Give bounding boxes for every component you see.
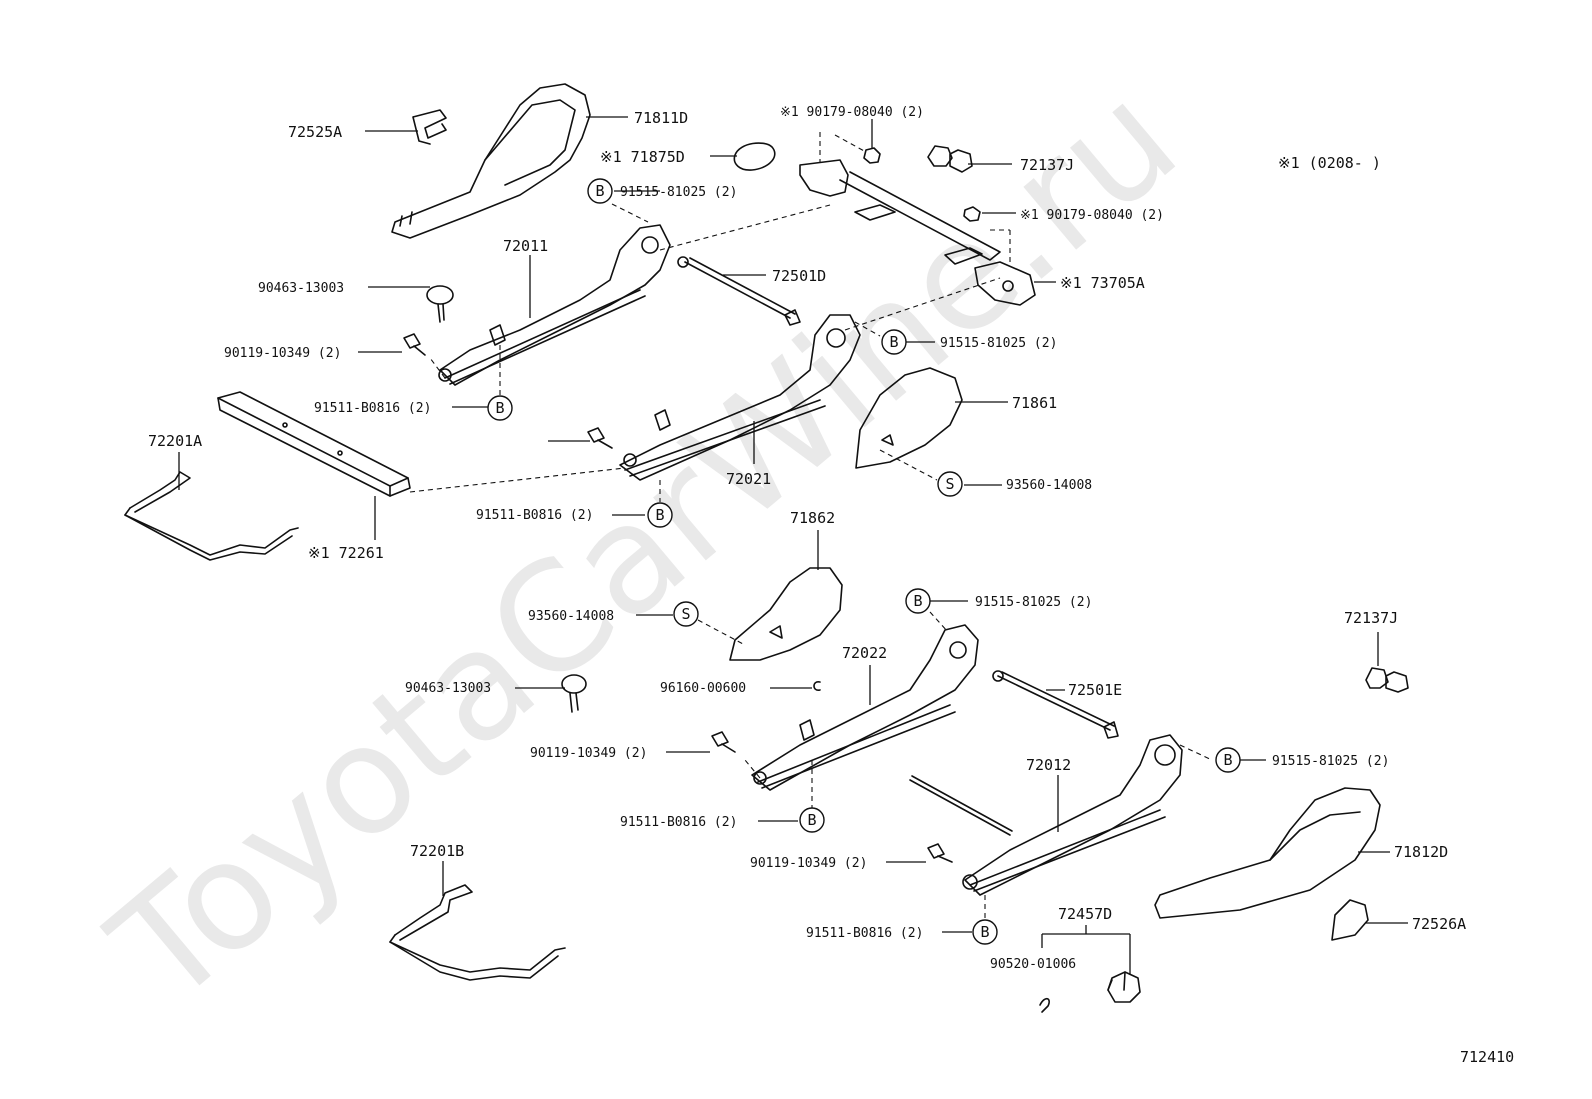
svg-text:B: B bbox=[889, 333, 898, 351]
part-90463-clip-b bbox=[561, 674, 587, 713]
label-93560-14008-b: 93560-14008 bbox=[528, 609, 614, 624]
svg-text:B: B bbox=[913, 592, 922, 610]
part-71811D-cover bbox=[391, 83, 591, 239]
part-73705A-bar-assembly bbox=[799, 159, 1036, 306]
part-72261-crossmember bbox=[217, 391, 411, 497]
part-72501D-rod bbox=[677, 256, 801, 326]
part-72011-rail bbox=[438, 224, 671, 386]
label-91511-B0816-b: 91511-B0816 (2) bbox=[476, 508, 593, 523]
part-72022-rail bbox=[751, 624, 979, 791]
part-90119-bolt-b bbox=[711, 731, 736, 753]
label-72022: 72022 bbox=[842, 644, 887, 662]
label-72137J-right: 72137J bbox=[1344, 609, 1398, 627]
part-90520-clip bbox=[1039, 997, 1050, 1013]
label-90119-10349-a: 90119-10349 (2) bbox=[224, 346, 341, 361]
leader-lines bbox=[178, 116, 1408, 975]
part-90179-nut-b bbox=[963, 206, 981, 222]
label-72261: ※1 72261 bbox=[308, 544, 384, 562]
svg-text:S: S bbox=[945, 475, 954, 493]
label-72011: 72011 bbox=[503, 237, 548, 255]
diagram-number: 712410 bbox=[1460, 1048, 1514, 1066]
label-72012: 72012 bbox=[1026, 756, 1071, 774]
badge-bolt: B bbox=[881, 329, 907, 355]
part-72201B-wire bbox=[389, 884, 566, 981]
part-90119-bolt-c bbox=[927, 843, 953, 863]
label-72501D: 72501D bbox=[772, 267, 826, 285]
badge-screw: S bbox=[937, 471, 963, 497]
svg-text:B: B bbox=[595, 182, 604, 200]
label-72457D: 72457D bbox=[1058, 905, 1112, 923]
part-72457D-knob bbox=[1107, 971, 1141, 1003]
part-72201A-wire bbox=[124, 471, 299, 561]
label-90179-08040-top: ※1 90179-08040 (2) bbox=[780, 105, 924, 120]
label-91511-B0816-c: 91511-B0816 (2) bbox=[620, 815, 737, 830]
badge-bolt: B bbox=[1215, 747, 1241, 773]
badge-screw: S bbox=[673, 601, 699, 627]
label-72525A: 72525A bbox=[288, 123, 342, 141]
svg-text:B: B bbox=[655, 506, 664, 524]
label-91511-B0816-a: 91511-B0816 (2) bbox=[314, 401, 431, 416]
part-71862-cover bbox=[729, 567, 843, 661]
part-71812D-cover bbox=[1154, 787, 1381, 919]
label-90520-01006: 90520-01006 bbox=[990, 957, 1076, 972]
dashed-reference-lines bbox=[409, 132, 1213, 920]
label-73705A: ※1 73705A bbox=[1060, 274, 1145, 292]
part-96160-clip bbox=[813, 681, 821, 691]
label-71812D: 71812D bbox=[1394, 843, 1448, 861]
badge-bolt: B bbox=[487, 395, 513, 421]
part-90119-bolt-mid bbox=[587, 427, 613, 449]
label-91515-81025-b: 91515-81025 (2) bbox=[940, 336, 1057, 351]
label-91511-B0816-d: 91511-B0816 (2) bbox=[806, 926, 923, 941]
part-71861-cover bbox=[855, 367, 963, 469]
label-71862: 71862 bbox=[790, 509, 835, 527]
label-71875D: ※1 71875D bbox=[600, 148, 685, 166]
label-90463-13003-b: 90463-13003 bbox=[405, 681, 491, 696]
svg-text:S: S bbox=[681, 605, 690, 623]
badge-bolt: B bbox=[799, 807, 825, 833]
label-72201B: 72201B bbox=[410, 842, 464, 860]
label-71861: 71861 bbox=[1012, 394, 1057, 412]
part-90119-bolt-a bbox=[403, 333, 426, 356]
svg-text:B: B bbox=[495, 399, 504, 417]
label-96160-00600: 96160-00600 bbox=[660, 681, 746, 696]
part-72012-rail bbox=[909, 734, 1183, 896]
label-72021: 72021 bbox=[726, 470, 771, 488]
label-72201A: 72201A bbox=[148, 432, 202, 450]
label-90179-08040-right: ※1 90179-08040 (2) bbox=[1020, 208, 1164, 223]
label-72526A: 72526A bbox=[1412, 915, 1466, 933]
part-90179-nut-a bbox=[863, 147, 881, 164]
svg-text:B: B bbox=[980, 923, 989, 941]
label-note-0208: ※1 (0208- ) bbox=[1278, 154, 1381, 172]
label-91515-81025-c: 91515-81025 (2) bbox=[975, 595, 1092, 610]
label-91515-81025-a: 91515-81025 (2) bbox=[620, 185, 737, 200]
label-71811D: 71811D bbox=[634, 109, 688, 127]
badge-bolt: B bbox=[905, 588, 931, 614]
badge-bolt: B bbox=[647, 502, 673, 528]
part-72501E-rod bbox=[992, 670, 1119, 739]
part-90463-clip-a bbox=[426, 285, 454, 323]
label-90119-10349-c: 90119-10349 (2) bbox=[750, 856, 867, 871]
label-91515-81025-d: 91515-81025 (2) bbox=[1272, 754, 1389, 769]
part-72137J-caps-top bbox=[927, 145, 973, 173]
label-72501E: 72501E bbox=[1068, 681, 1122, 699]
label-93560-14008-a: 93560-14008 bbox=[1006, 478, 1092, 493]
svg-text:B: B bbox=[1223, 751, 1232, 769]
svg-text:B: B bbox=[807, 811, 816, 829]
part-72137J-caps-right bbox=[1365, 667, 1409, 693]
label-72137J-top: 72137J bbox=[1020, 156, 1074, 174]
badge-bolt: B bbox=[587, 178, 613, 204]
part-72525A-clip bbox=[412, 109, 447, 145]
part-72526A-cap bbox=[1331, 899, 1369, 941]
label-90463-13003-a: 90463-13003 bbox=[258, 281, 344, 296]
badge-bolt: B bbox=[972, 919, 998, 945]
part-72021-rail bbox=[619, 314, 861, 481]
label-90119-10349-b: 90119-10349 (2) bbox=[530, 746, 647, 761]
part-71875D-knob bbox=[733, 142, 776, 171]
